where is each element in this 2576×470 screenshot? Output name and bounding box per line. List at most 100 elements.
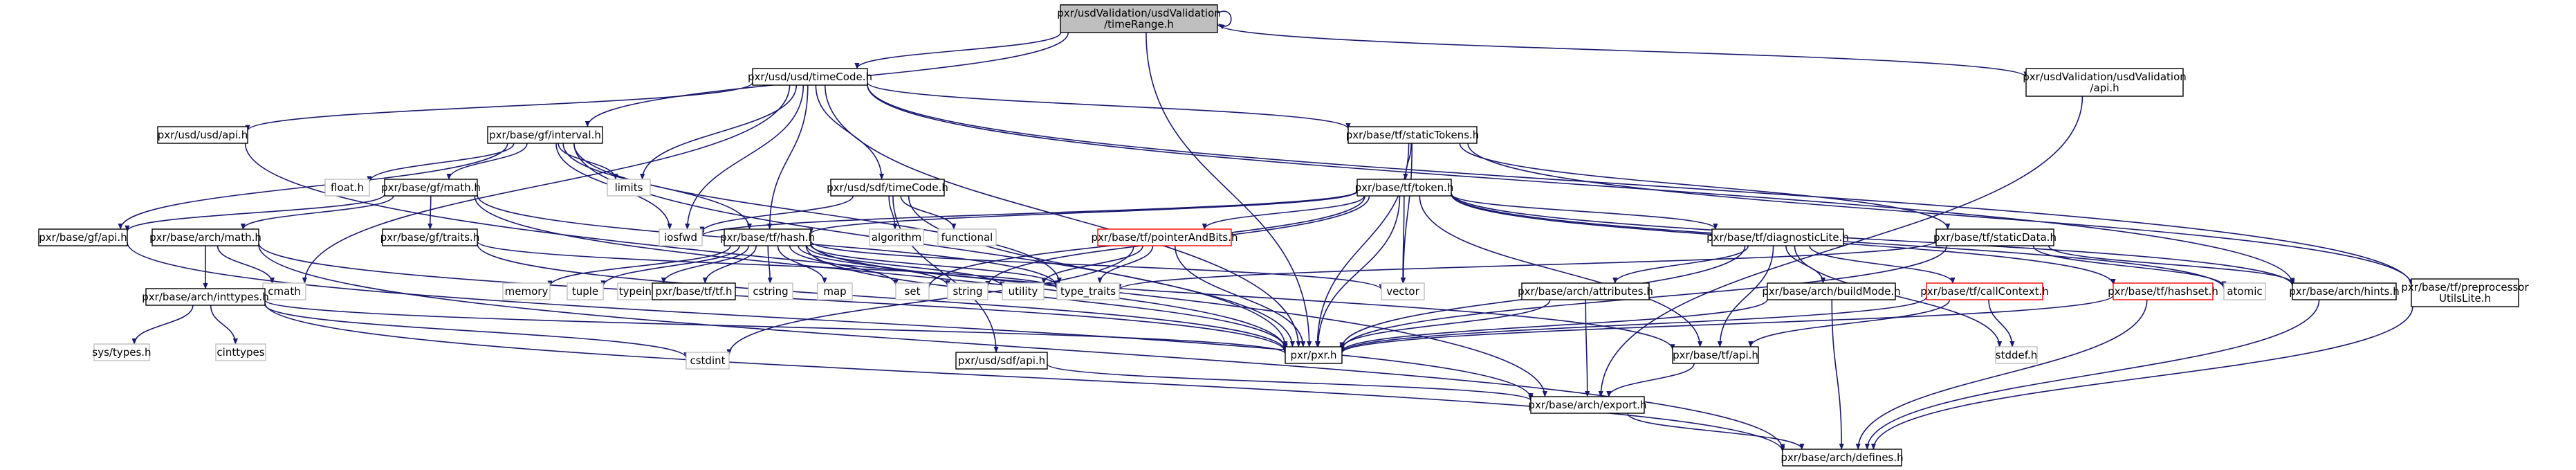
edge-usd_timeCode-to-arch_hints — [867, 84, 2295, 285]
edge-tf_hash-to-map — [777, 245, 827, 284]
node-label: UtilsLite.h — [2439, 292, 2491, 305]
node-tf-pointerAndBits[interactable]: pxr/base/tf/pointerAndBits.h — [1091, 228, 1238, 246]
node-label: memory — [505, 285, 549, 298]
node-memory: memory — [502, 282, 551, 300]
edge-tf_api-to-arch_export — [1606, 363, 1695, 397]
node-box — [752, 68, 868, 86]
edge-gf_interval-to-gf_math — [446, 143, 528, 180]
node-arch-defines[interactable]: pxr/base/arch/defines.h — [1781, 449, 1904, 467]
edge-gf_math-to-arch_math — [240, 195, 394, 230]
node-arch-attributes[interactable]: pxr/base/arch/attributes.h — [1518, 282, 1653, 300]
node-arch-inttypes[interactable]: pxr/base/arch/inttypes.h — [142, 288, 269, 306]
node-box — [895, 282, 930, 300]
node-box — [830, 179, 945, 197]
node-label: pxr/base/gf/traits.h — [380, 231, 480, 244]
node-box — [659, 228, 703, 246]
node-layer: pxr/usdValidation/usdValidation/timeRang… — [38, 4, 2529, 467]
edge-tf_staticTokens-to-tf_preprocessorUtilsLite — [1467, 143, 2414, 286]
node-arch-export[interactable]: pxr/base/arch/export.h — [1528, 396, 1647, 414]
node-map: map — [817, 282, 853, 300]
edge-tf_hash-to-vector — [810, 240, 1384, 291]
node-label: cmath — [268, 285, 300, 298]
node-tf-hashset[interactable]: pxr/base/tf/hashset.h — [2108, 282, 2218, 300]
edge-arch_attributes-to-arch_export — [1585, 299, 1590, 397]
node-sdf-api[interactable]: pxr/usd/sdf/api.h — [955, 352, 1048, 370]
edge-root-to-root — [1217, 10, 1232, 30]
node-box — [2113, 282, 2214, 300]
node-iosfwd: iosfwd — [659, 228, 703, 246]
node-gf-math[interactable]: pxr/base/gf/math.h — [381, 179, 481, 197]
edge-tf_callContext-to-tf_api — [1748, 299, 1951, 347]
node-tf-staticData[interactable]: pxr/base/tf/staticData.h — [1933, 228, 2057, 246]
node-label: pxr/base/tf/hash.h — [720, 231, 815, 244]
node-functional: functional — [937, 228, 997, 246]
node-tuple: tuple — [567, 282, 604, 300]
node-label: pxr/base/arch/buildMode.h — [1762, 285, 1900, 298]
edge-arch_inttypes-to-sys_types — [131, 305, 194, 345]
node-box — [817, 282, 853, 300]
edge-usd_timeCode-to-tf_preprocessorUtilsLite — [867, 84, 2414, 287]
edge-arch_math-to-cmath — [217, 245, 275, 284]
node-box — [382, 228, 478, 246]
edge-arch_inttypes-to-cstdint — [264, 304, 689, 359]
node-arch-hints[interactable]: pxr/base/arch/hints.h — [2289, 282, 2400, 300]
edge-usd_timeCode-to-tf_hash — [767, 84, 809, 230]
node-arch-math[interactable]: pxr/base/arch/math.h — [149, 228, 261, 246]
node-arch-buildMode[interactable]: pxr/base/arch/buildMode.h — [1762, 282, 1901, 300]
node-usd-api[interactable]: pxr/usd/usd/api.h — [157, 126, 248, 144]
edge-tf_pointerAndBits-to-utility — [1041, 245, 1143, 284]
node-tf-hash[interactable]: pxr/base/tf/hash.h — [720, 228, 815, 246]
edge-usd_timeCode-to-usd_api — [245, 82, 753, 132]
node-pxr-h[interactable]: pxr/pxr.h — [1285, 346, 1343, 364]
node-box — [869, 228, 924, 246]
node-tf-api[interactable]: pxr/base/tf/api.h — [1672, 346, 1759, 364]
node-gf-api[interactable]: pxr/base/gf/api.h — [38, 228, 128, 246]
node-label: pxr/base/arch/export.h — [1528, 399, 1646, 411]
edge-sdf_api-to-arch_export — [1047, 363, 1534, 401]
node-label: pxr/base/tf/preprocessor — [2401, 281, 2529, 293]
node-box — [686, 352, 730, 370]
node-tf-callContext[interactable]: pxr/base/tf/callContext.h — [1920, 282, 2049, 300]
node-label: tuple — [572, 285, 598, 298]
edge-tf_hash-to-utility — [806, 245, 1005, 288]
edge-gf_math-to-gf_api — [125, 194, 385, 232]
node-label: pxr/base/gf/api.h — [39, 231, 127, 244]
node-type-traits: type_traits — [1056, 282, 1120, 300]
node-box — [215, 343, 266, 361]
node-box — [947, 282, 988, 300]
edge-tf_preprocessorUtilsLite-to-arch_defines — [1870, 306, 2413, 450]
node-box — [937, 228, 997, 246]
edge-root-to-uv_api — [1217, 23, 2029, 78]
node-gf-traits[interactable]: pxr/base/gf/traits.h — [380, 228, 480, 246]
edge-usd_timeCode-to-pxr_h — [824, 84, 1301, 347]
node-label: string — [953, 285, 982, 298]
node-tf-diagnosticLite[interactable]: pxr/base/tf/diagnosticLite.h — [1706, 228, 1849, 246]
edge-arch_export-to-arch_defines — [1627, 413, 1805, 450]
edge-arch_buildMode-to-pxr_h — [1339, 299, 1768, 352]
node-uv-api[interactable]: pxr/usdValidation/usdValidation/api.h — [2023, 68, 2187, 97]
node-label: limits — [615, 181, 643, 194]
edge-tf_callContext-to-stddef — [1988, 299, 2015, 347]
node-box — [2223, 282, 2266, 300]
edge-tf_token-to-iosfwd — [699, 190, 1358, 237]
node-label: cinttypes — [217, 346, 264, 359]
edge-tf_token-to-tf_api — [1419, 195, 1703, 347]
node-tf-staticTokens[interactable]: pxr/base/tf/staticTokens.h — [1346, 126, 1480, 144]
node-tf-tf[interactable]: pxr/base/tf/tf.h — [652, 282, 736, 300]
edge-tf_hash-to-memory — [547, 245, 731, 287]
node-label: pxr/base/arch/math.h — [149, 231, 261, 244]
node-gf-interval[interactable]: pxr/base/gf/interval.h — [487, 126, 603, 144]
node-label: pxr/base/gf/interval.h — [489, 129, 601, 141]
node-root[interactable]: pxr/usdValidation/usdValidation/timeRang… — [1057, 4, 1221, 33]
node-label: pxr/base/tf/api.h — [1673, 349, 1758, 361]
node-usd-timeCode[interactable]: pxr/usd/usd/timeCode.h — [748, 68, 872, 86]
node-sdf-timeCode[interactable]: pxr/usd/sdf/timeCode.h — [827, 179, 948, 197]
node-label: cstdint — [690, 354, 725, 367]
node-label: algorithm — [872, 231, 921, 244]
node-box — [1285, 346, 1343, 364]
node-label: sys/types.h — [92, 346, 151, 359]
node-tf-token[interactable]: pxr/base/tf/token.h — [1355, 179, 1454, 197]
edge-sdf_timeCode-to-iosfwd — [699, 195, 854, 233]
node-label: set — [905, 285, 921, 298]
